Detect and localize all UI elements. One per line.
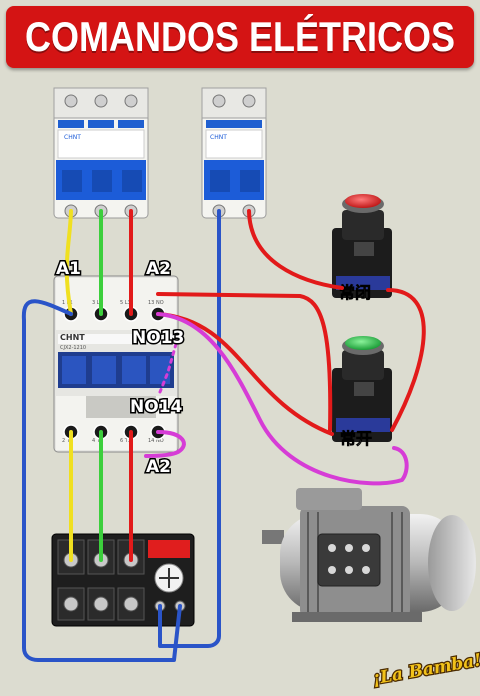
label-a2-bottom: A2 <box>146 457 171 477</box>
contactor <box>53 275 179 453</box>
wire-magenta-no14 <box>144 430 186 458</box>
wire-blue-neutral <box>158 209 221 648</box>
contactor-bottom-terminal-3: 6 T3 <box>120 438 131 444</box>
la-bamba-logo: ¡La Bamba! <box>370 649 480 690</box>
contactor-bottom-terminal-4: 14 NO <box>148 438 164 444</box>
electric-motor <box>262 488 476 622</box>
contactor-bottom-terminal-1: 2 T1 <box>62 438 73 444</box>
stop-pushbutton[interactable] <box>332 194 392 298</box>
wire-magenta-dotted <box>158 342 178 394</box>
contactor-top-terminal-4: 13 NO <box>148 300 164 306</box>
contactor-bottom-terminal-2: 4 T2 <box>92 438 103 444</box>
three-pole-breaker <box>53 87 149 219</box>
label-a1: A1 <box>56 259 81 279</box>
stop-button-label: 常闭 <box>339 283 371 302</box>
watermark-text: ¡La Bamba! <box>371 650 480 689</box>
wire-yellow-l1 <box>64 209 73 316</box>
start-pushbutton[interactable] <box>332 336 392 442</box>
breaker-brand-label: CHNT <box>64 134 81 141</box>
wire-blue-a1 <box>21 299 182 662</box>
wires <box>21 209 426 662</box>
contactor-top-terminal-3: 5 L3 <box>120 300 131 306</box>
label-no13: NO13 <box>132 328 184 348</box>
wire-magenta-no13 <box>156 312 409 486</box>
label-a2-top: A2 <box>146 259 171 279</box>
contactor-top-terminal-2: 3 L2 <box>92 300 103 306</box>
two-pole-breaker <box>201 87 267 219</box>
contactor-brand: CHNT <box>60 333 85 342</box>
wire-red-a2 <box>156 292 333 432</box>
wire-red-stop-to-start <box>386 288 426 432</box>
breaker-brand-label-2: CHNT <box>210 134 227 141</box>
page-title: COMANDOS ELÉTRICOS <box>24 12 455 61</box>
title-banner: COMANDOS ELÉTRICOS <box>6 6 474 68</box>
wire-red-control <box>247 209 344 290</box>
thermal-overload-relay <box>51 533 195 627</box>
stop-button-cap <box>345 194 381 208</box>
contactor-model: CJX2-1210 <box>60 345 86 351</box>
label-no14: NO14 <box>130 397 183 417</box>
start-button-label: 常开 <box>340 429 372 448</box>
start-button-cap <box>345 336 381 350</box>
